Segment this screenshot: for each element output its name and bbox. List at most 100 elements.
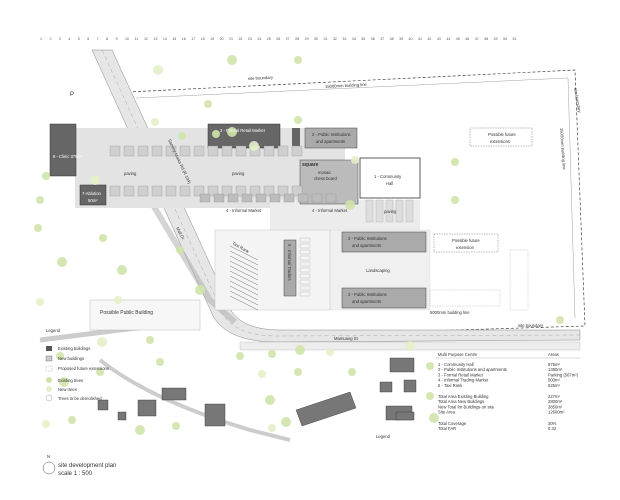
area-schedule: Multi Purpose Centre Areas 1 - Community… <box>436 352 580 431</box>
north-arrow-icon <box>42 461 56 475</box>
grid-number: 25 <box>267 37 271 41</box>
building-line-bot-label: 5000mm building line <box>430 310 470 315</box>
grid-number: 50 <box>503 37 507 41</box>
legend-bottom-label: Legend <box>376 434 391 439</box>
legend-item-future: Proposed future extensions <box>58 366 109 371</box>
grid-number: 28 <box>295 37 299 41</box>
grid-number: 18 <box>201 37 205 41</box>
tree <box>556 316 564 324</box>
grid-number: 32 <box>333 37 337 41</box>
schedule-total-name: New Total for Buildings on site <box>438 404 495 409</box>
parking-bay <box>299 237 311 243</box>
market-stall <box>109 145 121 157</box>
tree <box>204 100 212 108</box>
tree <box>348 368 356 376</box>
trees <box>34 55 564 435</box>
mall-drive-label: Mall Dr. <box>175 226 186 241</box>
parking-bay <box>299 255 311 261</box>
legend-item-new: New buildings <box>58 356 84 361</box>
grid-number: 10 <box>125 37 129 41</box>
schedule-row-name: 4 - Informal Trading Market <box>438 378 489 383</box>
grid-number: 41 <box>418 37 422 41</box>
market-stall <box>137 145 149 157</box>
grid-number: 6 <box>87 37 89 41</box>
grid-number: 39 <box>399 37 403 41</box>
tree <box>426 392 434 400</box>
ablution-building <box>79 184 107 206</box>
informal-traders-building <box>283 239 297 297</box>
schedule-row-area: Parking (567m²) <box>548 372 579 377</box>
grid-number: 20 <box>220 37 224 41</box>
grid-number: 9 <box>116 37 118 41</box>
schedule-coverage-name: Total Coverage <box>438 421 467 426</box>
schedule-total-area: 2800m² <box>548 399 563 404</box>
parking-bays <box>229 237 311 311</box>
tree <box>451 158 459 166</box>
community-hall-sub: Hall <box>386 181 393 186</box>
grid-number: 35 <box>361 37 365 41</box>
possible-future-mid-label: Possible future <box>452 238 480 243</box>
tree <box>114 296 122 304</box>
parking-bay <box>229 290 259 306</box>
market-stall <box>179 145 191 157</box>
parking-label: P <box>70 92 74 98</box>
market-stall <box>235 185 247 197</box>
schedule-row-name: 5 - Taxi Rank <box>438 383 463 388</box>
market-stall <box>179 185 191 197</box>
plan-title: site development plan <box>58 463 116 469</box>
grid-number: 22 <box>238 37 242 41</box>
tree <box>227 127 237 137</box>
possible-future-top-label: Possible future <box>488 132 516 137</box>
schedule-total-name: Total Area Existing Building <box>438 394 489 399</box>
clinic-label: 6 - Clinic 375m² <box>53 154 83 159</box>
market-stall <box>277 145 289 157</box>
market-stall <box>255 193 267 203</box>
schedule-row-area: 525m² <box>548 383 560 388</box>
formal-retail-building <box>207 123 281 149</box>
grid-number: 40 <box>409 37 413 41</box>
legend-title: Legend <box>46 328 61 333</box>
tree <box>265 395 275 405</box>
grid-number: 36 <box>371 37 375 41</box>
existing-small-1 <box>292 128 300 146</box>
tree <box>135 425 145 435</box>
tree <box>405 341 415 351</box>
market-stalls <box>109 145 414 223</box>
mall-drive <box>147 198 237 325</box>
grid-number: 51 <box>513 37 517 41</box>
future-extension-bot <box>429 289 501 307</box>
formal-retail-label: 3 - Formal Retail Market <box>220 128 266 133</box>
schedule-row-area: 1380m² <box>548 367 563 372</box>
grid-number: 31 <box>324 37 328 41</box>
tree <box>178 132 186 140</box>
future-extension-top <box>469 127 533 147</box>
ablution-label: 7-Ablution <box>82 191 102 196</box>
parking-bay <box>229 285 259 301</box>
tree <box>97 337 107 347</box>
tree <box>451 196 459 204</box>
parking-bay <box>229 295 259 311</box>
tree <box>156 358 164 366</box>
square-label: square <box>302 162 319 168</box>
grid-number: 21 <box>229 37 233 41</box>
tree <box>42 420 50 428</box>
public-inst-top-sub: and apartments <box>316 139 345 144</box>
grid-number: 47 <box>475 37 479 41</box>
market-stall <box>405 199 414 223</box>
tree <box>36 196 44 204</box>
possible-future-mid-sub: extension <box>456 245 475 250</box>
informal-market-label-2: 4 - Informal Market <box>312 208 348 213</box>
market-stall <box>227 193 239 203</box>
market-stall <box>365 199 374 223</box>
ablution-sub: 50m² <box>88 198 98 203</box>
tree <box>96 368 104 376</box>
parking-bay <box>299 291 311 297</box>
taxi-rank-area <box>214 229 331 311</box>
legend-item-demolish-trees: Trees to be demolished <box>58 396 102 401</box>
grid-number: 4 <box>68 37 70 41</box>
grid-number: 14 <box>163 37 167 41</box>
market-stall <box>241 193 253 203</box>
parking-bay <box>229 280 259 296</box>
tree <box>236 352 244 360</box>
